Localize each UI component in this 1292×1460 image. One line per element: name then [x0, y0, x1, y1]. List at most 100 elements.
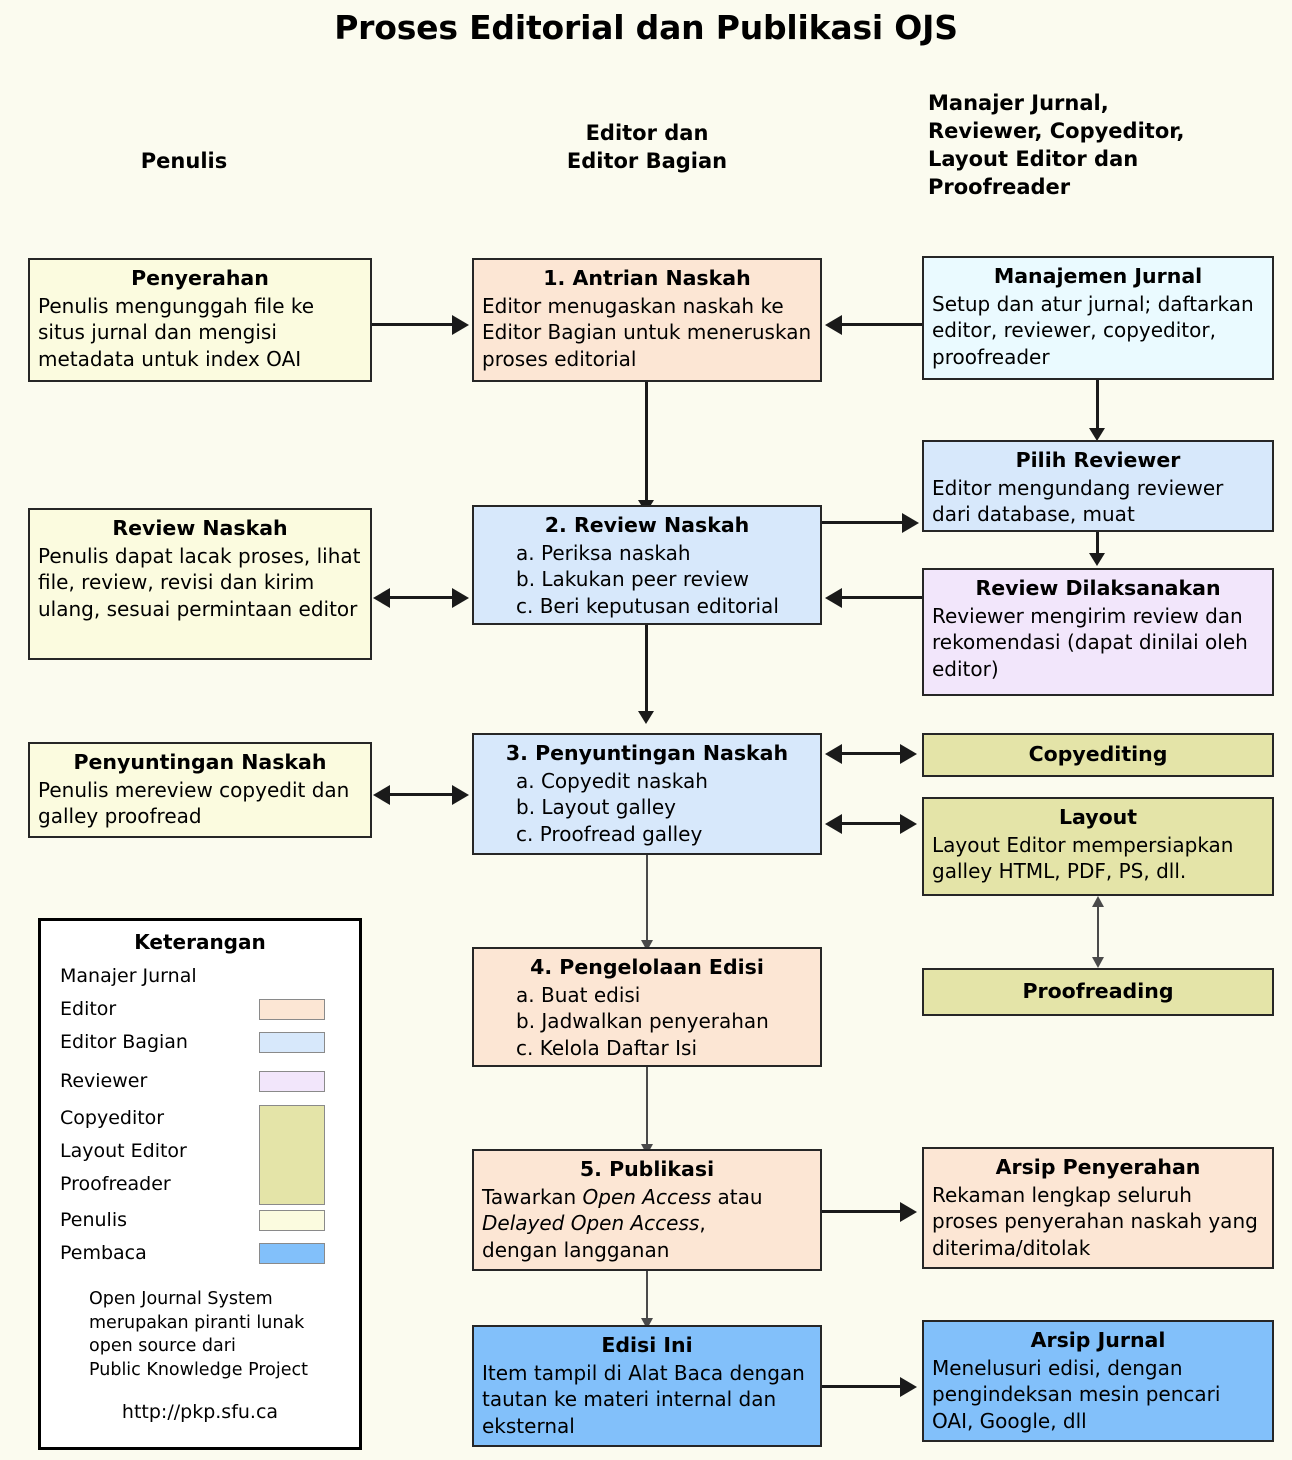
node-penyuntingan-naskah-item-a: a. Copyedit naskah — [516, 769, 708, 794]
connector-pilih-reviewer-to-dilaksanakan — [1096, 532, 1099, 556]
legend-title: Keterangan — [134, 930, 266, 954]
arrowhead-down — [638, 711, 654, 724]
node-pilih-reviewer-title: Pilih Reviewer — [1015, 448, 1181, 472]
connector-dilaksanakan-to-review — [842, 596, 922, 599]
node-antrian-naskah[interactable]: 1. Antrian Naskah Editor menugaskan nask… — [472, 258, 822, 382]
node-layout-body: Layout Editor mempersiapkan galley HTML,… — [932, 833, 1234, 884]
arrowhead-left — [825, 744, 842, 764]
node-edisi-ini-title: Edisi Ini — [601, 1333, 693, 1357]
node-pilih-reviewer-body: Editor mengundang reviewer dari database… — [932, 476, 1224, 527]
legend-row-copyeditor: Copyeditor — [41, 1102, 359, 1205]
node-review-dilaksanakan-title: Review Dilaksanakan — [975, 576, 1221, 600]
arrowhead-right — [452, 315, 469, 335]
node-manajemen-jurnal-title: Manajemen Jurnal — [993, 264, 1203, 288]
legend-row-editor-bagian: Editor Bagian — [41, 1026, 359, 1059]
connector-review-to-penyuntingan — [645, 625, 648, 715]
legend-row-manajer-jurnal: Manajer Jurnal — [41, 960, 359, 993]
node-copyediting[interactable]: Copyediting — [922, 733, 1274, 777]
legend-swatch-penulis — [259, 1210, 325, 1231]
legend-url: http://pkp.sfu.ca — [121, 1400, 279, 1423]
connector-layout-proofreading — [1097, 903, 1099, 963]
node-proofreading[interactable]: Proofreading — [922, 968, 1274, 1016]
legend-row-proofreader: Proofreader — [41, 1168, 359, 1201]
connector-penyuntingan-to-pengelolaan — [646, 855, 648, 945]
arrowhead-up — [1092, 896, 1104, 907]
node-publikasi-line1: Tawarkan Open Access atau — [482, 1184, 812, 1210]
connector-publikasi-to-edisi — [646, 1271, 648, 1323]
arrowhead-right — [452, 785, 469, 805]
connector-penyuntingan-layout — [842, 822, 904, 825]
node-publikasi[interactable]: 5. Publikasi Tawarkan Open Access atau D… — [472, 1149, 822, 1271]
legend-swatch-editor-bagian — [259, 1032, 325, 1053]
arrowhead-left — [373, 785, 390, 805]
connector-manajemen-to-antrian — [842, 323, 922, 326]
legend-panel: Keterangan Manajer Jurnal Editor Editor … — [38, 918, 362, 1450]
node-edisi-ini-body: Item tampil di Alat Baca dengan tautan k… — [482, 1361, 805, 1438]
legend-label-pembaca: Pembaca — [60, 1242, 147, 1264]
node-arsip-penyerahan-body: Rekaman lengkap seluruh proses penyeraha… — [932, 1183, 1258, 1260]
legend-row-penulis: Penulis — [41, 1204, 359, 1237]
node-review-dilaksanakan[interactable]: Review Dilaksanakan Reviewer mengirim re… — [922, 568, 1274, 696]
arrowhead-right — [900, 744, 917, 764]
node-pengelolaan-edisi-item-b: b. Jadwalkan penyerahan — [516, 1009, 769, 1034]
node-review-naskah-item-a: a. Periksa naskah — [516, 541, 691, 566]
arrowhead-down — [1089, 553, 1105, 566]
node-arsip-jurnal[interactable]: Arsip Jurnal Menelusuri edisi, dengan pe… — [922, 1320, 1274, 1442]
node-penyuntingan-penulis-title: Penyuntingan Naskah — [73, 750, 327, 774]
node-arsip-penyerahan[interactable]: Arsip Penyerahan Rekaman lengkap seluruh… — [922, 1147, 1274, 1269]
arrowhead-down — [1092, 957, 1104, 968]
arrowhead-right — [900, 814, 917, 834]
publikasi-line1-em: Open Access — [582, 1185, 712, 1210]
node-edisi-ini[interactable]: Edisi Ini Item tampil di Alat Baca denga… — [472, 1325, 822, 1447]
node-penyerahan[interactable]: Penyerahan Penulis mengunggah file ke si… — [28, 258, 372, 382]
node-penyuntingan-naskah-item-c: c. Proofread galley — [516, 821, 703, 846]
node-pengelolaan-edisi[interactable]: 4. Pengelolaan Edisi a. Buat edisi b. Ja… — [472, 947, 822, 1067]
node-publikasi-line2: Delayed Open Access, — [482, 1210, 812, 1236]
node-manajemen-jurnal-body: Setup dan atur jurnal; daftarkan editor,… — [932, 292, 1254, 369]
node-arsip-jurnal-body: Menelusuri edisi, dengan pengindeksan me… — [932, 1356, 1221, 1433]
arrowhead-right — [902, 513, 919, 533]
arrowhead-left — [825, 814, 842, 834]
node-review-naskah[interactable]: 2. Review Naskah a. Periksa naskah b. La… — [472, 505, 822, 625]
legend-label-copyeditor: Copyeditor — [60, 1107, 165, 1129]
node-review-naskah-title: 2. Review Naskah — [544, 513, 750, 537]
node-penyuntingan-naskah[interactable]: 3. Penyuntingan Naskah a. Copyedit naska… — [472, 733, 822, 855]
node-penyuntingan-naskah-title: 3. Penyuntingan Naskah — [505, 741, 789, 765]
connector-review-to-pilih-reviewer — [822, 521, 904, 524]
column-header-editor: Editor dan Editor Bagian — [566, 121, 728, 173]
node-review-naskah-penulis-body: Penulis dapat lacak proses, lihat file, … — [38, 544, 361, 621]
arrowhead-left — [825, 588, 842, 608]
node-layout[interactable]: Layout Layout Editor mempersiapkan galle… — [922, 797, 1274, 896]
node-pengelolaan-edisi-title: 4. Pengelolaan Edisi — [530, 955, 764, 979]
node-review-naskah-penulis-title: Review Naskah — [112, 516, 288, 540]
connector-manajemen-to-pilih-reviewer — [1096, 380, 1099, 432]
publikasi-line1-pre: Tawarkan — [482, 1185, 583, 1210]
node-pilih-reviewer[interactable]: Pilih Reviewer Editor mengundang reviewe… — [922, 440, 1274, 532]
arrowhead-left — [373, 588, 390, 608]
legend-label-layout-editor: Layout Editor — [60, 1140, 187, 1162]
arrowhead-down — [1089, 428, 1105, 441]
legend-swatch-editor — [259, 999, 325, 1020]
arrowhead-down — [641, 940, 653, 951]
node-penyerahan-body: Penulis mengunggah file ke situs jurnal … — [38, 294, 315, 371]
legend-label-proofreader: Proofreader — [60, 1173, 171, 1195]
publikasi-line2-post: , — [699, 1211, 706, 1236]
publikasi-line1-post: atau — [711, 1185, 763, 1210]
node-review-naskah-item-b: b. Lakukan peer review — [516, 567, 749, 592]
node-antrian-naskah-body: Editor menugaskan naskah ke Editor Bagia… — [482, 294, 812, 371]
legend-label-penulis: Penulis — [60, 1209, 128, 1231]
node-penyuntingan-penulis[interactable]: Penyuntingan Naskah Penulis mereview cop… — [28, 742, 372, 838]
legend-label-reviewer: Reviewer — [60, 1070, 148, 1092]
node-manajemen-jurnal[interactable]: Manajemen Jurnal Setup dan atur jurnal; … — [922, 256, 1274, 380]
arrowhead-right — [900, 1377, 917, 1397]
arrowhead-right — [452, 588, 469, 608]
legend-swatch-reviewer — [259, 1071, 325, 1092]
legend-row-reviewer: Reviewer — [41, 1065, 359, 1098]
connector-penyerahan-to-antrian — [372, 323, 454, 326]
node-pengelolaan-edisi-item-a: a. Buat edisi — [516, 983, 641, 1008]
connector-edisi-to-arsip-jurnal — [822, 1385, 904, 1388]
node-penyerahan-title: Penyerahan — [131, 266, 269, 290]
legend-label-editor: Editor — [60, 998, 117, 1020]
node-review-naskah-penulis[interactable]: Review Naskah Penulis dapat lacak proses… — [28, 508, 372, 660]
